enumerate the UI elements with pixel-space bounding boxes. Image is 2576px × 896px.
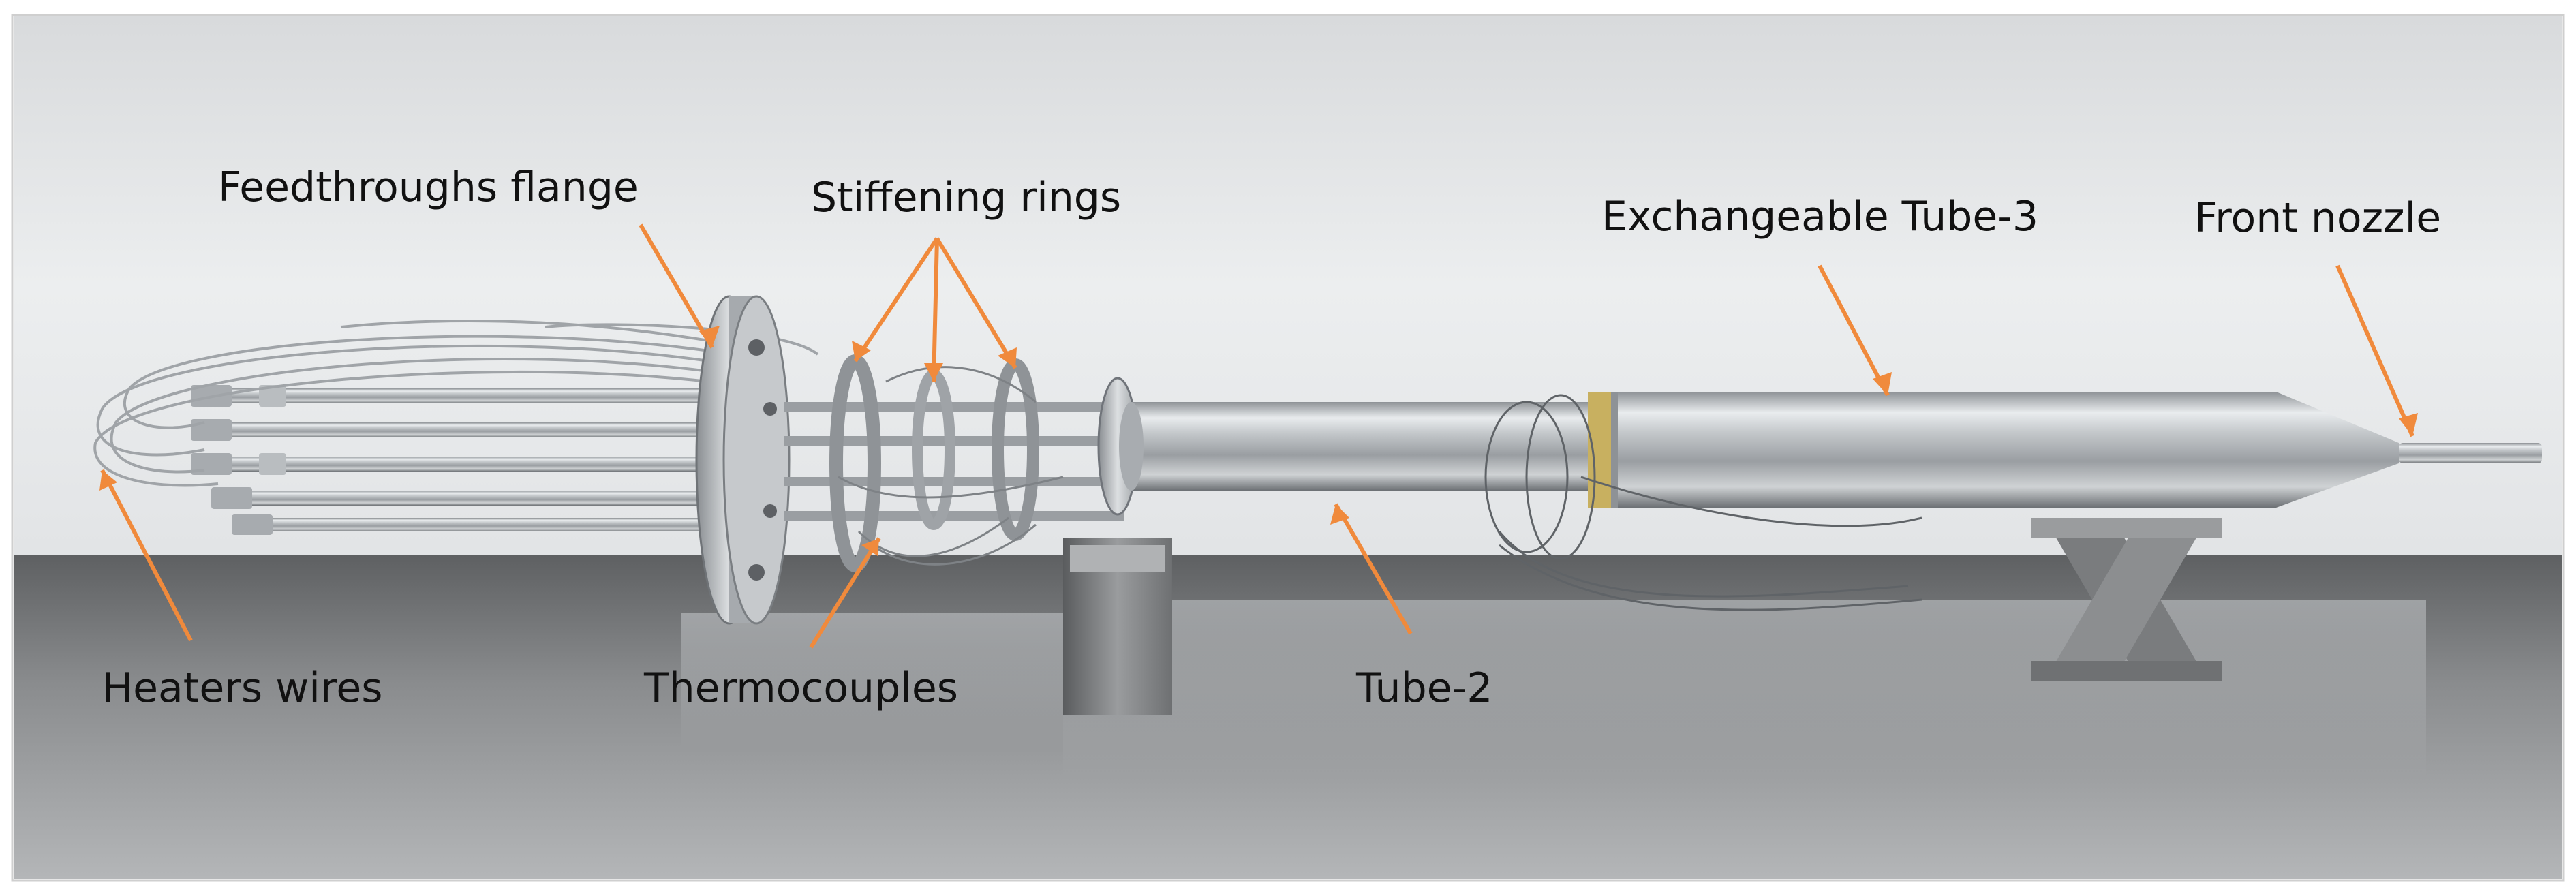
label-exchangeable-tube-3: Exchangeable Tube-3	[1601, 193, 2039, 241]
heater-wires	[93, 320, 819, 487]
instrument-wires	[1484, 394, 1922, 611]
thermocouple-wires	[838, 366, 1064, 566]
label-tube-2: Tube-2	[1356, 664, 1493, 712]
label-stiffening-rings: Stiffening rings	[811, 174, 1122, 221]
support-stands	[1063, 518, 2222, 715]
leader-lines	[100, 223, 2414, 649]
label-feedthroughs-flange: Feedthroughs flange	[218, 164, 639, 211]
label-heaters-wires: Heaters wires	[102, 664, 383, 712]
label-thermocouples: Thermocouples	[644, 664, 959, 712]
feedthroughs-flange	[695, 295, 791, 625]
label-front-nozzle: Front nozzle	[2194, 194, 2442, 242]
front-nozzle	[2276, 392, 2542, 508]
tube-2	[1119, 402, 1622, 491]
exchangeable-tube-3	[1588, 392, 2276, 508]
heater-tubes	[191, 385, 709, 535]
